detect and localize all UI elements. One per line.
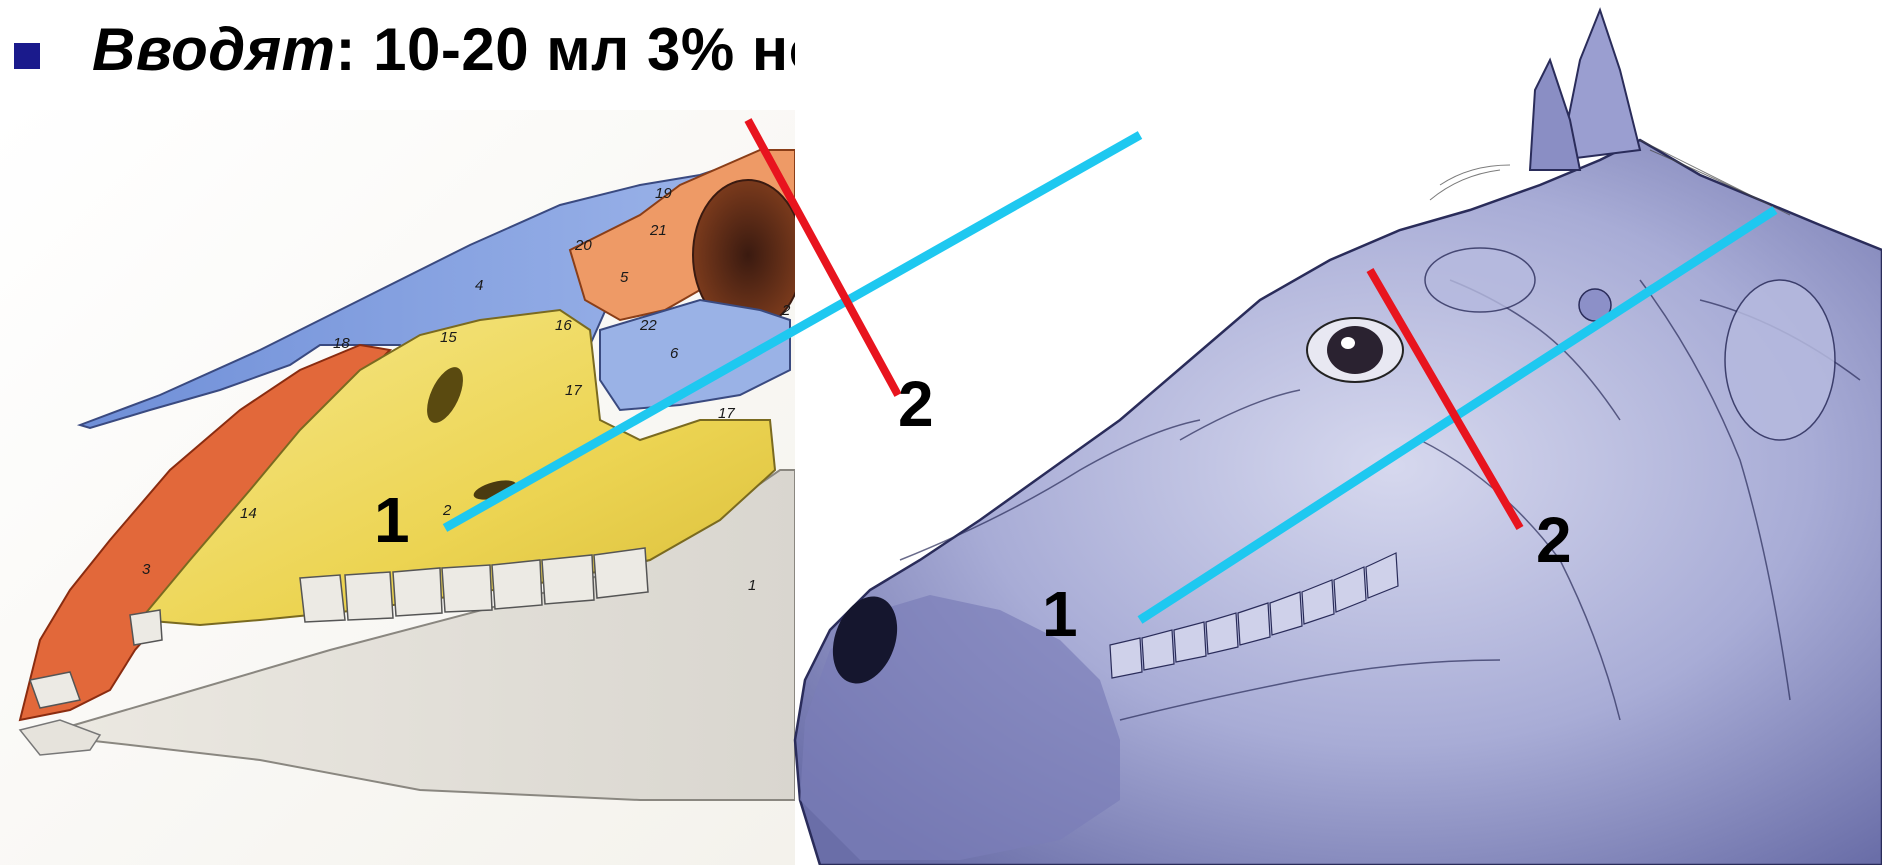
bone-num-21: 21	[649, 222, 667, 239]
bone-num-15: 15	[440, 329, 457, 346]
bone-num-16: 16	[555, 317, 572, 334]
bone-num-22: 22	[639, 317, 657, 334]
head-marker-2: 2	[1536, 508, 1572, 572]
skull-marker-1: 1	[374, 488, 410, 552]
bone-num-14: 14	[240, 505, 257, 522]
horse-head-illustration	[795, 0, 1882, 865]
bone-num-6: 6	[670, 345, 679, 362]
skull-marker-2: 2	[898, 372, 934, 436]
bone-num-2a: 2	[781, 302, 791, 319]
bone-num-4: 4	[475, 277, 483, 294]
head-marker-1: 1	[1042, 582, 1078, 646]
bone-num-18: 18	[333, 335, 350, 352]
bone-num-1: 1	[748, 577, 756, 594]
bone-num-17a: 17	[565, 382, 582, 399]
bone-num-3: 3	[142, 561, 151, 578]
bone-num-17b: 17	[718, 405, 735, 422]
bone-num-20: 20	[574, 237, 592, 254]
bone-num-5: 5	[620, 269, 629, 286]
bone-num-2b: 2	[442, 502, 452, 519]
bone-num-19: 19	[655, 185, 672, 202]
